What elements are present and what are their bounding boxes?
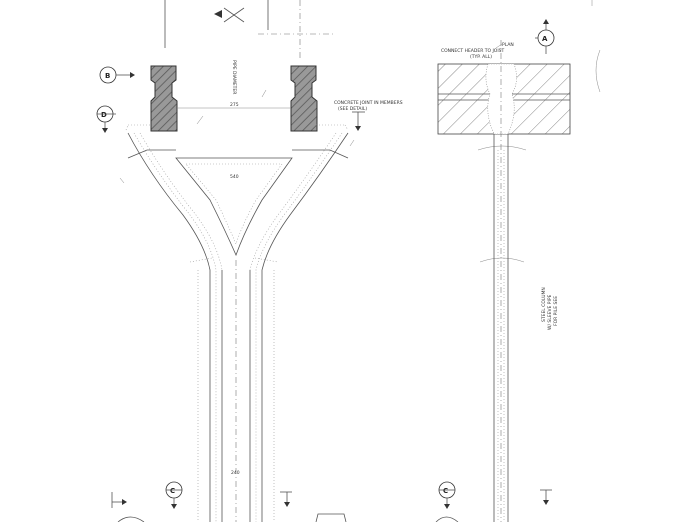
column-joint-left [189, 257, 213, 263]
bottom-arc-left [117, 516, 145, 522]
concrete-note: CONCRETE JOINT IN MEMBERS [334, 100, 403, 106]
inner-v-inner [185, 163, 283, 245]
tick-mark [119, 177, 125, 184]
y-outer-left [127, 132, 211, 522]
head-corner [125, 124, 349, 131]
bottom-arc-right [435, 516, 459, 522]
left-elevation: 275 PIPE DIAMETER 540 240 CONCRETE J [96, 0, 403, 522]
y-offset-right-1 [255, 132, 343, 522]
bottom-left-arrow [111, 492, 127, 508]
right-arm-top [292, 149, 349, 159]
tick-mark [349, 139, 355, 147]
section-marker-b[interactable]: B [99, 66, 135, 84]
edge-arc [595, 49, 601, 93]
section-marker-d-label: D [101, 111, 107, 119]
right-hatched-block [290, 65, 318, 132]
connector-note-sub: (TYP. ALL) [470, 54, 492, 60]
column-joint-right [254, 257, 279, 263]
section-marker-a-label: A [542, 35, 548, 43]
section-marker-c-left-label: C [170, 487, 175, 495]
tick-mark [196, 115, 204, 125]
section-marker-d[interactable]: D [96, 105, 116, 133]
connector-note: CONNECT HEADER TO JOIST [441, 48, 505, 54]
bottom-right-arrow-2 [540, 489, 552, 505]
left-arm-top [127, 149, 176, 159]
mid-dimension-label: 540 [230, 174, 239, 180]
right-section: A CONNECT HEADER TO JOIST (TYP. ALL) PLA… [435, 0, 601, 522]
vertical-note-right-1: STEEL COLUMN [541, 287, 547, 322]
vertical-note-right-3: FOR PILE SEE [553, 296, 559, 326]
concrete-note-sub: (SEE DETAIL) [338, 106, 367, 112]
section-marker-a[interactable]: A [535, 19, 555, 54]
span-dimension-label: 275 [230, 102, 239, 108]
x-mark [214, 7, 245, 23]
bottom-dimension-label: 240 [231, 470, 240, 476]
column-arc-top [477, 145, 527, 151]
column-arc-bottom [479, 257, 525, 263]
section-marker-c-right[interactable]: C [438, 481, 456, 509]
vertical-note-right-2: W/ SLEEVE PIPE [547, 294, 553, 330]
bottom-bracket [315, 513, 347, 522]
y-outer-right [261, 132, 349, 522]
y-offset-left-1 [133, 132, 217, 522]
section-marker-c-left[interactable]: C [165, 481, 183, 509]
plan-label: PLAN [502, 42, 514, 48]
section-marker-c-right-label: C [443, 487, 448, 495]
y-offset-left-2 [139, 132, 223, 271]
vertical-note-left: PIPE DIAMETER [231, 60, 237, 94]
section-marker-b-label: B [105, 72, 110, 80]
tick-mark [261, 89, 267, 98]
inner-v-outer [175, 157, 293, 257]
right-head-arrow [352, 111, 365, 131]
bottom-right-arrow [280, 491, 292, 507]
y-offset-right-2 [249, 132, 337, 271]
left-hatched-block [150, 65, 178, 132]
